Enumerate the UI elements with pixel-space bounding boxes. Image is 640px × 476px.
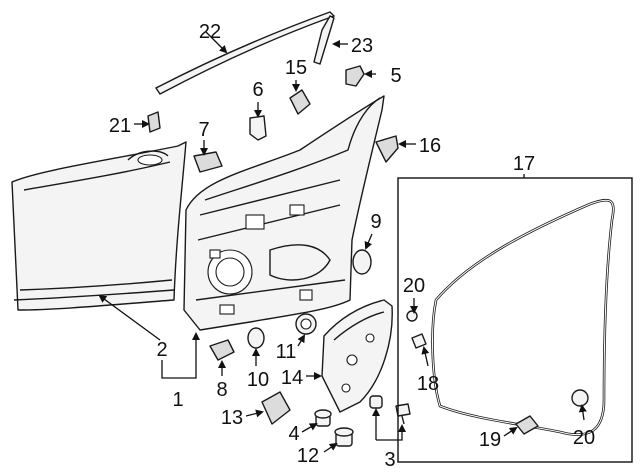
callout-6: 6 (252, 79, 263, 101)
callout-1: 1 (172, 389, 183, 411)
callout-12: 12 (297, 445, 319, 467)
part-4-bushing (314, 409, 332, 427)
callout-16: 16 (419, 135, 441, 157)
belt-molding (154, 11, 336, 95)
callout-15: 15 (285, 57, 307, 79)
callout-10: 10 (247, 369, 269, 391)
callout-4: 4 (288, 423, 299, 445)
callout-labels: 1 2 3 4 5 6 7 8 9 10 11 12 13 14 15 16 1… (109, 21, 595, 471)
callout-9: 9 (370, 211, 381, 233)
part-20-clip-lower (571, 389, 589, 407)
callout-18: 18 (417, 373, 439, 395)
callout-5: 5 (390, 65, 401, 87)
part-12-bushing (334, 427, 354, 447)
callout-19: 19 (479, 429, 501, 451)
callout-2: 2 (156, 339, 167, 361)
part-6-clip (249, 115, 267, 141)
callout-17: 17 (513, 153, 535, 175)
frame-strip (313, 15, 335, 65)
inner-door-frame (183, 95, 385, 331)
callout-7: 7 (198, 119, 209, 141)
part-5-bracket (345, 65, 365, 87)
callout-21: 21 (109, 115, 131, 137)
callout-13: 13 (221, 407, 243, 429)
callout-20-upper: 20 (403, 275, 425, 297)
part-21-clip (147, 111, 161, 133)
part-20-clip-upper (406, 310, 418, 322)
callout-8: 8 (216, 379, 227, 401)
part-10-plug (247, 327, 265, 349)
part-9-plug (352, 249, 372, 275)
weatherstrip-group-box (397, 177, 633, 463)
callout-3: 3 (384, 449, 395, 471)
callout-11: 11 (276, 341, 297, 363)
part-18-clip (411, 333, 427, 349)
part-15-pad (289, 89, 311, 115)
part-16-bracket (375, 135, 399, 163)
leader-lines (98, 31, 587, 453)
part-19-clip (515, 415, 539, 435)
callout-22: 22 (199, 21, 221, 43)
part-8-clip (209, 339, 235, 361)
callout-14: 14 (281, 367, 303, 389)
part-14-service-panel (321, 299, 393, 413)
part-13-bracket (261, 391, 291, 425)
callout-23: 23 (351, 35, 373, 57)
outer-door-panel (11, 141, 187, 311)
part-7-bracket (193, 151, 223, 173)
callout-20-lower: 20 (573, 427, 595, 449)
